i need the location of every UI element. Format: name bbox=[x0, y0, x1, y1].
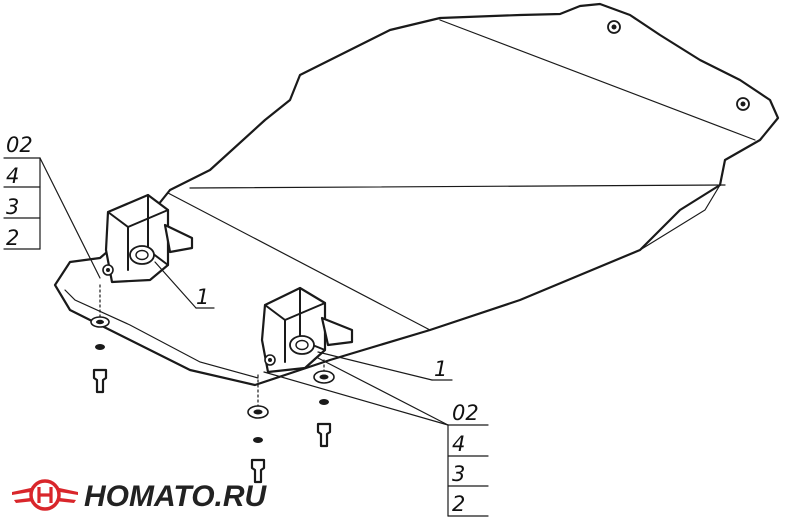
plate-bend-line-front bbox=[167, 192, 431, 331]
callout-right-label-2: 3 bbox=[452, 462, 465, 486]
callout-left-label-2: 3 bbox=[6, 195, 19, 219]
skid-plate bbox=[53, 2, 780, 387]
part-label-right: 1 bbox=[434, 357, 447, 381]
part-label-left: 1 bbox=[196, 285, 209, 309]
plate-bend-line-top bbox=[439, 19, 756, 141]
winged-h-icon bbox=[12, 479, 78, 511]
nut-top-2 bbox=[736, 97, 750, 111]
bracket-left bbox=[102, 193, 194, 284]
callout-left-label-3: 2 bbox=[6, 226, 19, 250]
callout-stack-right: 02 4 3 2 bbox=[263, 357, 489, 517]
fastener-stack-center bbox=[247, 374, 269, 484]
callout-stack-left: 02 4 3 2 bbox=[3, 133, 101, 279]
part-label-right-group: 1 bbox=[317, 351, 453, 381]
part-label-left-group: 1 bbox=[154, 261, 215, 309]
callout-right-label-3: 2 bbox=[452, 492, 465, 516]
plate-bend-line-mid bbox=[189, 184, 726, 189]
fastener-stack-left bbox=[90, 284, 110, 394]
callout-left-label-1: 4 bbox=[6, 164, 19, 188]
plate-edge-side bbox=[639, 184, 721, 251]
callout-left-label-0: 02 bbox=[6, 133, 33, 157]
logo-text: HOMATO.RU bbox=[84, 480, 268, 513]
homato-logo: HOMATO.RU bbox=[12, 479, 268, 513]
callout-right-label-1: 4 bbox=[452, 432, 465, 456]
bracket-right bbox=[260, 286, 354, 374]
plate-edge-inner bbox=[64, 289, 259, 379]
nut-top-1 bbox=[607, 20, 621, 34]
fastener-stack-right bbox=[313, 359, 335, 448]
callout-right-label-0: 02 bbox=[452, 401, 479, 425]
